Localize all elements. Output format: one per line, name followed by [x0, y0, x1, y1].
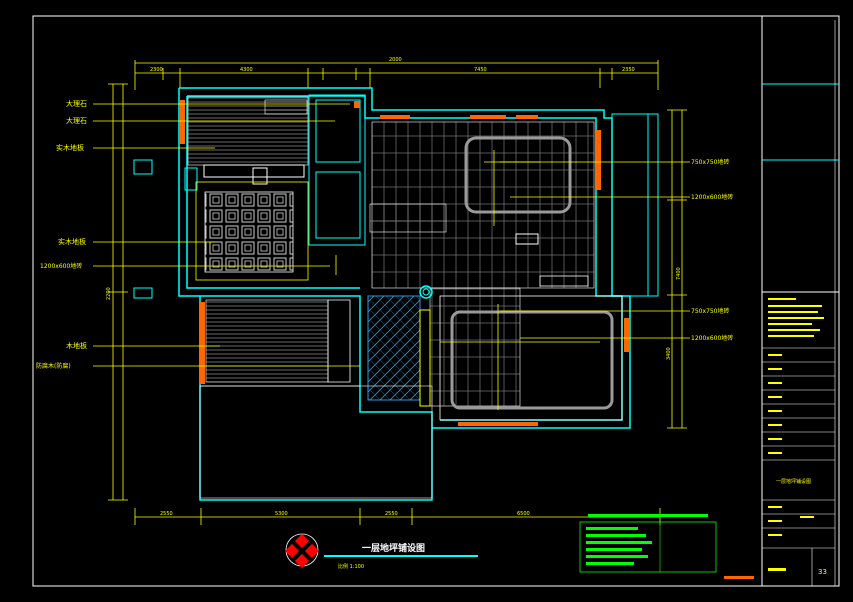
title-logo: [284, 533, 320, 569]
wall-segments: [133, 94, 659, 500]
drawing-number: 33: [818, 568, 827, 576]
upper-left-counter: [264, 99, 308, 115]
upper-ceiling-outline: [464, 136, 572, 214]
sofa-block: [539, 275, 589, 287]
stair-landing: [419, 309, 431, 407]
bottom-dimension-3: 2550: [385, 511, 398, 517]
sheet-border: [32, 15, 840, 587]
bottom-dimension-2: 5300: [275, 511, 288, 517]
door-markers: [180, 100, 629, 426]
room-dimension-marks: [335, 150, 600, 410]
bottom-dimension-1: 2550: [160, 511, 173, 517]
staircase: [367, 295, 421, 401]
lower-room-frame: [439, 295, 623, 421]
top-dimension-3: 7450: [474, 67, 487, 73]
left-label-4: 实木地板: [58, 237, 86, 246]
top-dimension-4: 2350: [622, 67, 635, 73]
notes-block: [579, 514, 754, 579]
lower-left-room-steps: [327, 299, 351, 383]
left-label-1: 大理石: [66, 99, 87, 108]
lower-left-room-floor: [205, 299, 329, 383]
left-label-7: 防腐木(防腐): [36, 362, 71, 370]
checker-room-outline: [195, 181, 309, 281]
sheet-title-block-label: 一层地坪铺设图: [776, 478, 811, 485]
left-label-3: 实木地板: [56, 143, 84, 152]
drawing-title: 一层地坪铺设图: [362, 542, 425, 554]
right-label-3: 750x750地砖: [691, 307, 729, 315]
left-label-2: 大理石: [66, 116, 87, 125]
left-vertical-dimension: 2200: [106, 287, 112, 300]
right-label-2: 1200x600地砖: [691, 193, 733, 201]
top-dimension-line: [134, 60, 659, 90]
partition-wall: [369, 203, 447, 233]
right-label-4: 1200x600地砖: [691, 334, 733, 342]
right-vertical-dimension-1: 7400: [676, 267, 682, 280]
lower-hall-tile-grid: [429, 287, 521, 407]
left-dimension-line: [108, 83, 128, 501]
top-dimension-2: 4300: [240, 67, 253, 73]
title-block-notes: [768, 298, 824, 337]
title-block: 一层地坪铺设图 33: [762, 20, 839, 586]
drawing-scale-note: 比例 1:100: [338, 563, 364, 570]
top-overall-dimension: 2000: [389, 57, 402, 63]
right-dimension-line: [667, 109, 687, 429]
small-furniture: [515, 233, 539, 245]
left-label-5: 1200x600地砖: [40, 262, 82, 270]
top-dimension-1: 2300: [150, 67, 163, 73]
left-label-6: 木地板: [66, 341, 87, 350]
left-leader-lines: [93, 103, 360, 367]
right-label-1: 750x750地砖: [691, 158, 729, 166]
right-vertical-dimension-2: 3400: [666, 347, 672, 360]
bottom-dimension-4: 6500: [517, 511, 530, 517]
checker-room-floor: [204, 191, 294, 273]
column-circle: [419, 285, 433, 299]
lower-ceiling-outline: [450, 310, 614, 410]
bottom-deck-outline: [199, 385, 433, 499]
